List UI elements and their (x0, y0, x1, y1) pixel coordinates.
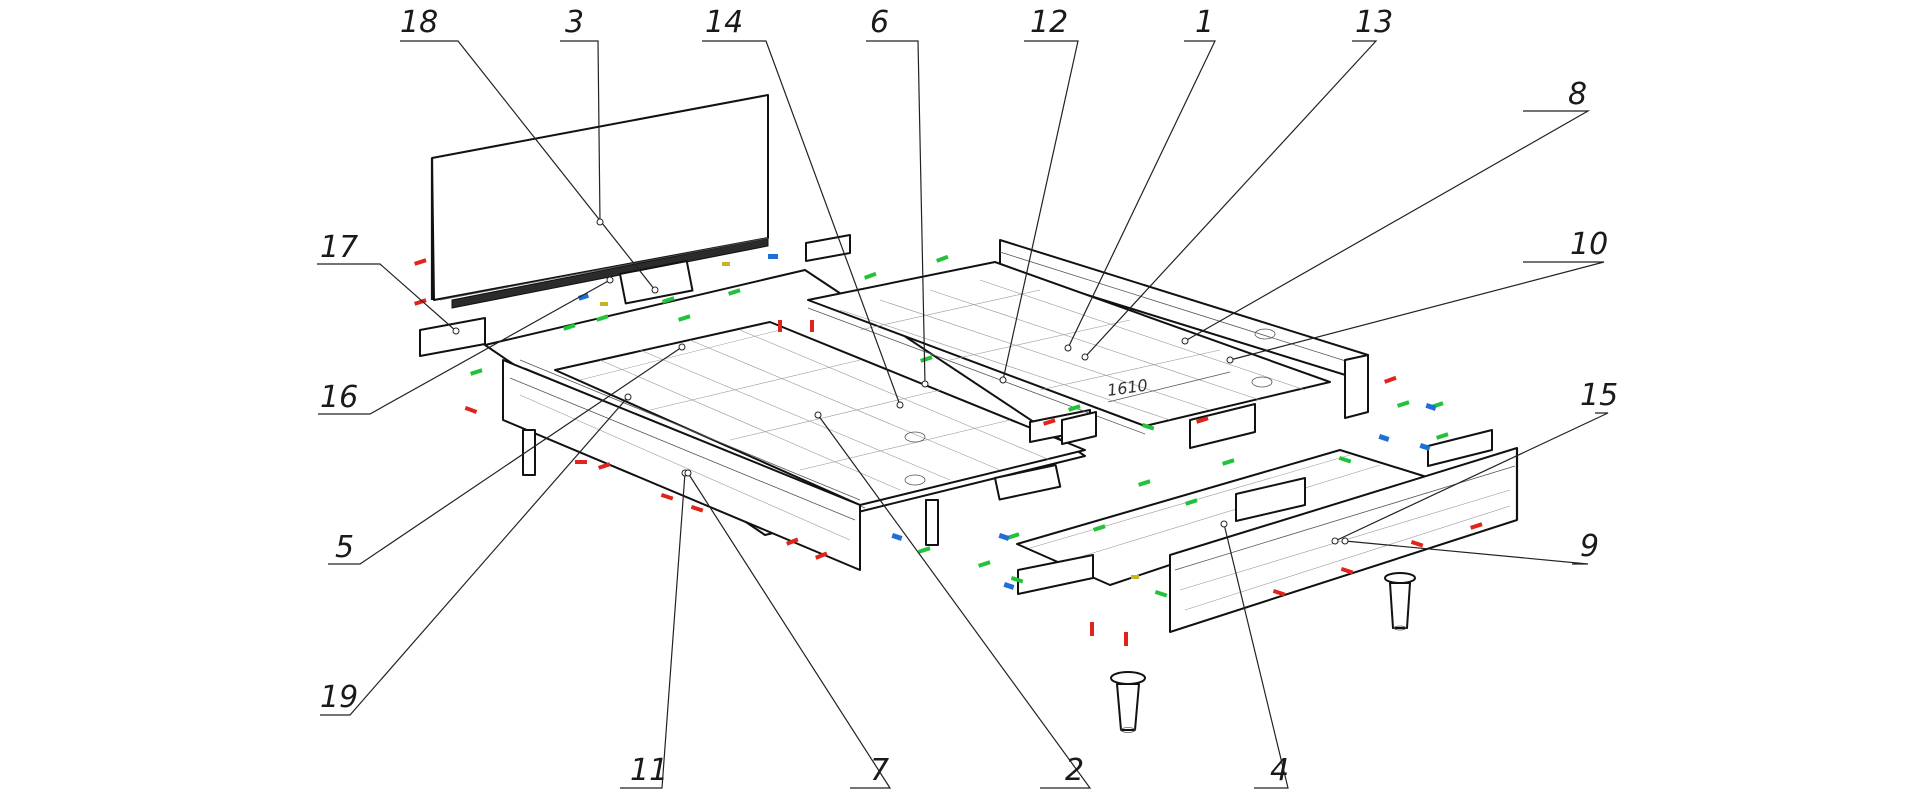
callout-13: 13 (1355, 5, 1393, 40)
callout-11: 11 (630, 753, 668, 788)
callout-18: 18 (400, 5, 438, 40)
callout-labels: 18 3 14 6 12 1 13 8 10 17 16 5 19 11 7 2… (320, 5, 1618, 788)
callout-4: 4 (1270, 753, 1289, 788)
bed-leg-front (1110, 671, 1146, 733)
bed-leg-back (1384, 572, 1416, 631)
callout-12: 12 (1030, 5, 1068, 40)
callout-14: 14 (705, 5, 743, 40)
callout-17: 17 (320, 230, 358, 265)
callout-8: 8 (1568, 77, 1587, 112)
callout-10: 10 (1570, 227, 1608, 262)
callout-16: 16 (320, 380, 358, 415)
fastener-marks (413, 254, 1483, 646)
callout-19: 19 (320, 680, 358, 715)
callout-15: 15 (1580, 378, 1618, 413)
left-bed-frame (484, 269, 1091, 571)
callout-5: 5 (335, 530, 354, 565)
callout-leaders (317, 40, 1609, 789)
callout-3: 3 (565, 5, 584, 40)
callout-2: 2 (1065, 753, 1084, 788)
right-bed-frame: 1610 (807, 239, 1369, 449)
callout-1: 1 (1195, 5, 1214, 40)
callout-6: 6 (870, 5, 889, 40)
callout-7: 7 (870, 753, 889, 788)
side-rail-end-block (419, 234, 851, 357)
callout-9: 9 (1580, 529, 1599, 564)
foot-section (1016, 429, 1519, 633)
